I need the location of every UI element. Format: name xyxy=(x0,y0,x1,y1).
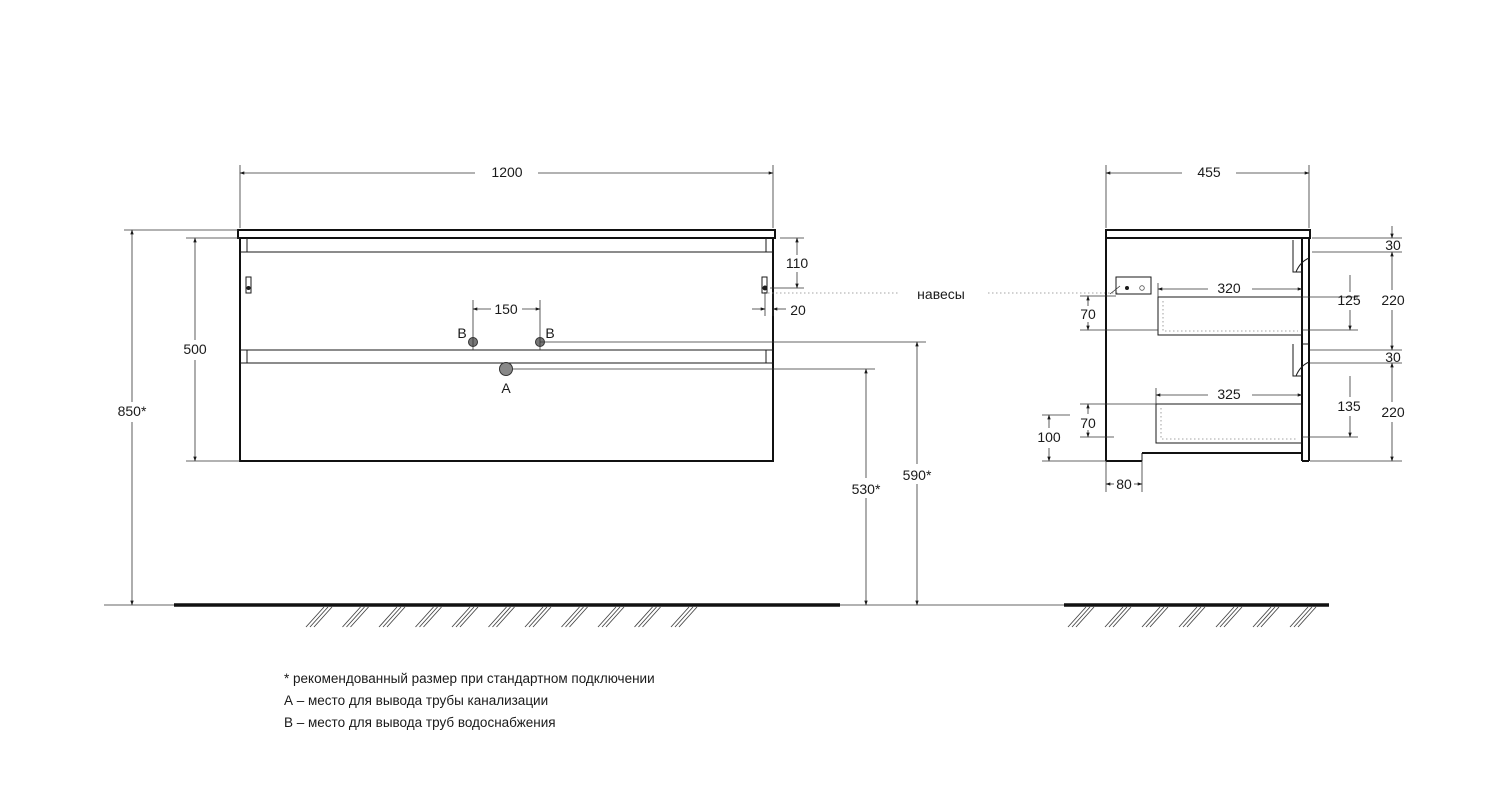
dim-inner-height-2: 135 xyxy=(1337,398,1361,414)
front-view: 1200 850* 500 110 20 150 B B A xyxy=(104,164,1120,628)
dim-hinge-height: 70 xyxy=(1080,306,1096,322)
hatch-line xyxy=(1219,606,1239,628)
hatch-line xyxy=(1071,606,1091,628)
hatch-line xyxy=(1141,606,1161,628)
dim-top-gap-2: 30 xyxy=(1385,349,1401,365)
hatch-line xyxy=(670,606,690,628)
hatch-line xyxy=(488,606,507,628)
hatch-line xyxy=(1067,606,1087,628)
label-a: A xyxy=(501,380,511,396)
hinge-right xyxy=(761,276,768,294)
hatch-line xyxy=(350,606,369,628)
note-b: В – место для вывода труб водоснабжения xyxy=(284,715,556,730)
hatch-line xyxy=(378,606,398,628)
hatch-line xyxy=(678,606,698,628)
hatch-line xyxy=(642,606,661,628)
hatch-line xyxy=(459,606,479,628)
hatch-line xyxy=(674,606,694,628)
hatch-line xyxy=(634,606,653,628)
dim-drawer1-depth: 320 xyxy=(1217,280,1241,296)
dim-depth: 455 xyxy=(1197,164,1221,180)
hatch-line xyxy=(561,606,580,628)
hatch-line xyxy=(346,606,365,628)
hatch-line xyxy=(423,606,442,628)
hatch-line xyxy=(1186,606,1206,628)
hatch-line xyxy=(1260,606,1280,628)
dim-plinth-depth: 80 xyxy=(1116,476,1132,492)
dim-sewer-height: 530* xyxy=(852,481,881,497)
front-floor-hatch xyxy=(305,606,698,628)
dim-inner-height-1: 125 xyxy=(1337,292,1361,308)
hatch-line xyxy=(524,606,544,628)
hatch-line xyxy=(565,606,584,628)
hatch-line xyxy=(386,606,406,628)
hatch-line xyxy=(415,606,434,628)
dim-pipe-spacing: 150 xyxy=(494,301,518,317)
hatch-line xyxy=(1104,606,1124,628)
side-countertop xyxy=(1105,229,1311,239)
side-hinge-bracket xyxy=(1109,276,1152,295)
dim-drawer-height-2: 220 xyxy=(1381,404,1405,420)
front-countertop xyxy=(237,229,776,239)
dim-width: 1200 xyxy=(491,164,522,180)
hatch-line xyxy=(305,606,325,628)
hinge-left xyxy=(245,276,252,294)
hatch-line xyxy=(597,606,617,628)
dim-top-gap-1: 30 xyxy=(1385,237,1401,253)
hatch-line xyxy=(1215,606,1235,628)
label-b-right: B xyxy=(545,325,554,341)
hatch-line xyxy=(1182,606,1202,628)
hatch-line xyxy=(528,606,548,628)
hatch-line xyxy=(1293,606,1313,628)
dim-total-height: 850* xyxy=(118,403,147,419)
lower-drawer-box xyxy=(1155,403,1303,444)
note-recommended: * рекомендованный размер при стандартном… xyxy=(284,671,655,686)
dim-bottom-drawer-offset: 70 xyxy=(1080,415,1096,431)
sewer-pipe xyxy=(499,362,513,376)
dim-drawer2-depth: 325 xyxy=(1217,386,1241,402)
dim-water-height: 590* xyxy=(903,467,932,483)
hatch-line xyxy=(1297,606,1317,628)
dim-plinth-height: 100 xyxy=(1037,429,1061,445)
hatch-line xyxy=(1223,606,1243,628)
hatch-line xyxy=(313,606,333,628)
hatch-line xyxy=(496,606,515,628)
upper-drawer-box xyxy=(1157,296,1303,336)
dim-hinge-top: 110 xyxy=(786,255,809,271)
hatch-line xyxy=(451,606,471,628)
hatch-line xyxy=(601,606,621,628)
hatch-line xyxy=(638,606,657,628)
hatch-line xyxy=(1256,606,1276,628)
hatch-line xyxy=(1289,606,1309,628)
dim-body-height: 500 xyxy=(183,341,207,357)
side-view: 455 320 325 30 220 30 220 125 xyxy=(1037,164,1405,628)
hatch-line xyxy=(382,606,402,628)
dim-drawer-height-1: 220 xyxy=(1381,292,1405,308)
hinges-label: навесы xyxy=(917,286,965,302)
hatch-line xyxy=(419,606,438,628)
hatch-line xyxy=(309,606,329,628)
hatch-line xyxy=(455,606,475,628)
hatch-line xyxy=(492,606,511,628)
hatch-line xyxy=(1178,606,1198,628)
front-handle-lower xyxy=(1292,344,1310,377)
hatch-line xyxy=(605,606,625,628)
front-handle-upper xyxy=(1292,240,1310,273)
dim-hinge-side: 20 xyxy=(790,302,806,318)
hatch-line xyxy=(1112,606,1132,628)
hatch-line xyxy=(1075,606,1095,628)
hatch-line xyxy=(1108,606,1128,628)
hatch-line xyxy=(1252,606,1272,628)
hatch-line xyxy=(532,606,552,628)
notes-block: * рекомендованный размер при стандартном… xyxy=(284,668,655,734)
hatch-line xyxy=(342,606,361,628)
note-a: А – место для вывода трубы канализации xyxy=(284,693,549,708)
hatch-line xyxy=(1149,606,1169,628)
side-floor-hatch xyxy=(1067,606,1317,628)
hatch-line xyxy=(569,606,588,628)
hatch-line xyxy=(1145,606,1165,628)
label-b-left: B xyxy=(457,325,466,341)
